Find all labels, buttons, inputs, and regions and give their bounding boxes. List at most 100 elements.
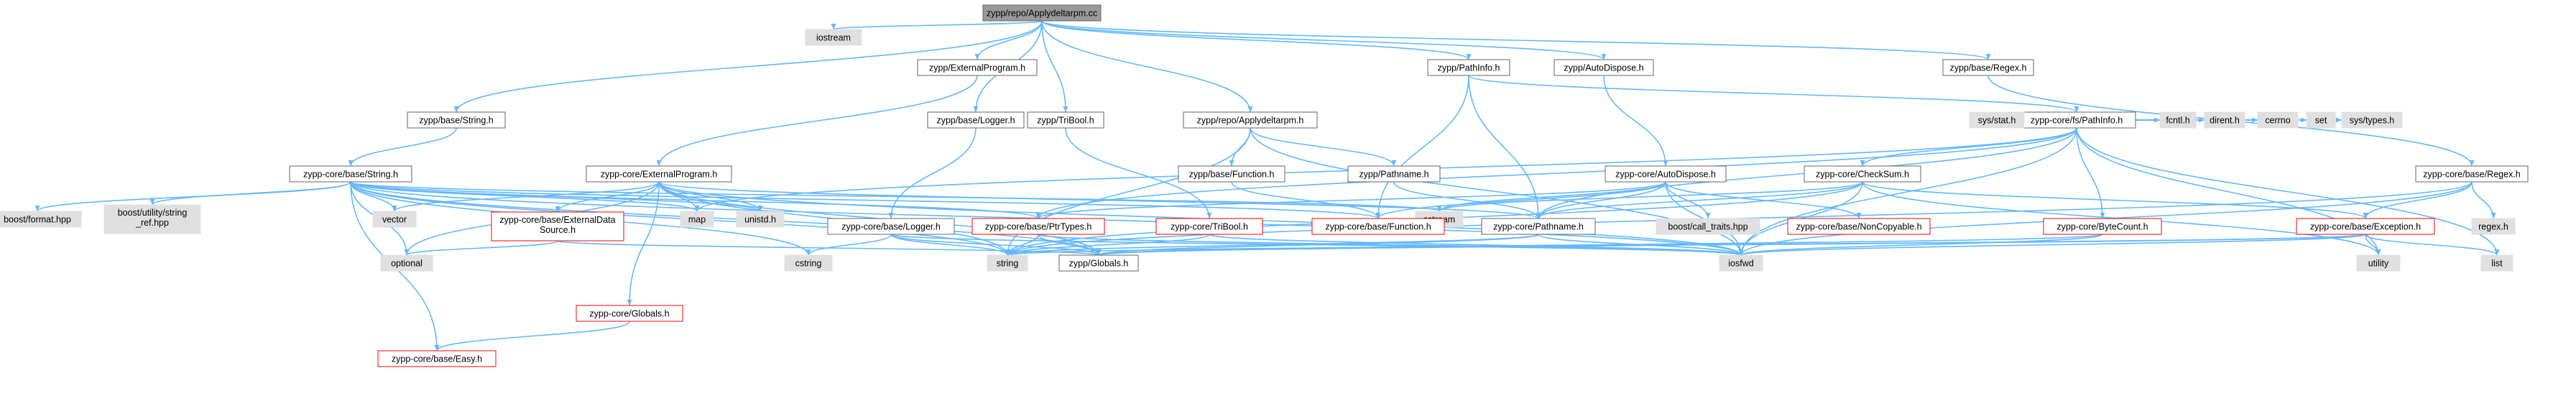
edge-PathInfo_h-to-core_base_Function_h bbox=[1375, 75, 1469, 219]
node-label: iostream bbox=[816, 33, 851, 43]
node-box bbox=[1178, 165, 1285, 183]
node-core-base-Regex-h[interactable]: zypp-core/base/Regex.h bbox=[2415, 165, 2529, 183]
node-TriBool-h[interactable]: zypp/TriBool.h bbox=[1027, 111, 1104, 129]
node-label: zypp/base/Regex.h bbox=[1949, 63, 2026, 73]
node-label: utility bbox=[2368, 259, 2389, 269]
node-core-base-Function-h[interactable]: zypp-core/base/Function.h bbox=[1311, 218, 1445, 235]
node-box bbox=[1787, 218, 1931, 235]
node-label: zypp-core/base/Logger.h bbox=[841, 222, 941, 232]
edge-base_Function_h-to-core_base_Function_h bbox=[1231, 181, 1381, 219]
edge-base_Logger_h-to-core_base_Logger_h bbox=[888, 127, 977, 219]
node-label: iosfwd bbox=[1728, 259, 1753, 269]
edge-core_CheckSum_h-to-core_Pathname_h bbox=[1536, 181, 1863, 219]
edge-root-to-repo_Applydeltarpm_h bbox=[1041, 20, 1253, 113]
node-box bbox=[289, 165, 412, 183]
edge-core_AutoDispose_h-to-boost_call_traits bbox=[1665, 181, 1711, 219]
node-core-base-Easy-h[interactable]: zypp-core/base/Easy.h bbox=[377, 350, 497, 367]
node-base-Regex-h[interactable]: zypp/base/Regex.h bbox=[1942, 59, 2034, 76]
edge-root-to-iostream bbox=[831, 20, 1043, 30]
edge-root-to-base_Regex_h bbox=[1041, 20, 1991, 60]
node-label: optional bbox=[391, 259, 423, 269]
node-label: regex.h bbox=[2478, 222, 2508, 232]
node-box bbox=[1058, 254, 1139, 272]
node-boost-format: boost/format.hpp bbox=[0, 211, 82, 228]
node-label: boost/utility/string_ref.hpp bbox=[118, 208, 188, 228]
node-core-Pathname-h[interactable]: zypp-core/Pathname.h bbox=[1481, 218, 1596, 235]
node-root[interactable]: zypp/repo/Applydeltarpm.cc bbox=[982, 4, 1102, 22]
node-Globals-h[interactable]: zypp/Globals.h bbox=[1058, 254, 1139, 272]
node-core-TriBool-h[interactable]: zypp-core/TriBool.h bbox=[1155, 218, 1263, 235]
node-core-AutoDispose-h[interactable]: zypp-core/AutoDispose.h bbox=[1605, 165, 1727, 183]
node-label: dirent.h bbox=[2210, 116, 2240, 126]
node-label: zypp-core/ByteCount.h bbox=[2056, 222, 2148, 232]
node-core-base-NonCopyable-h[interactable]: zypp-core/base/NonCopyable.h bbox=[1787, 218, 1931, 235]
node-core-Globals-h[interactable]: zypp-core/Globals.h bbox=[576, 305, 683, 322]
node-core-base-PtrTypes-h[interactable]: zypp-core/base/PtrTypes.h bbox=[971, 218, 1105, 235]
node-AutoDispose-h[interactable]: zypp/AutoDispose.h bbox=[1554, 59, 1654, 76]
node-label: zypp-core/Pathname.h bbox=[1493, 222, 1584, 232]
node-label: vector bbox=[382, 215, 407, 225]
node-cerrno: cerrno bbox=[2257, 111, 2299, 129]
node-label: zypp/repo/Applydeltarpm.cc bbox=[987, 9, 1097, 19]
node-unistd: unistd.h bbox=[736, 211, 785, 228]
node-box bbox=[372, 211, 417, 228]
node-box bbox=[1347, 165, 1441, 183]
node-core-base-Exception-h[interactable]: zypp-core/base/Exception.h bbox=[2296, 218, 2435, 235]
node-base-Function-h[interactable]: zypp/base/Function.h bbox=[1178, 165, 1285, 183]
node-box bbox=[982, 4, 1102, 22]
edge-core_base_Exception_h-to-list bbox=[2365, 234, 2500, 256]
edge-core_base_ExternalDataSource_h-to-optional bbox=[404, 240, 558, 256]
node-box bbox=[1554, 59, 1654, 76]
node-box bbox=[680, 211, 714, 228]
node-base-String-h[interactable]: zypp/base/String.h bbox=[407, 111, 506, 129]
node-repo-Applydeltarpm-h[interactable]: zypp/repo/Applydeltarpm.h bbox=[1183, 111, 1318, 129]
node-base-Logger-h[interactable]: zypp/base/Logger.h bbox=[927, 111, 1025, 129]
node-label: unistd.h bbox=[744, 215, 776, 225]
node-core-base-Logger-h[interactable]: zypp-core/base/Logger.h bbox=[827, 218, 955, 235]
node-box bbox=[2159, 111, 2197, 129]
node-box bbox=[491, 211, 624, 242]
node-Pathname-h[interactable]: zypp/Pathname.h bbox=[1347, 165, 1441, 183]
node-box bbox=[1605, 165, 1727, 183]
node-box bbox=[2480, 254, 2513, 272]
node-core-base-String-h[interactable]: zypp-core/base/String.h bbox=[289, 165, 412, 183]
node-sys-stat: sys/stat.h bbox=[1969, 111, 2025, 129]
edge-core_fs_PathInfo_h-to-core_CheckSum_h bbox=[1860, 127, 2077, 167]
node-ExternalProgram-h[interactable]: zypp/ExternalProgram.h bbox=[917, 59, 1038, 76]
node-core-ExternalProgram-h[interactable]: zypp-core/ExternalProgram.h bbox=[586, 165, 732, 183]
node-label: list bbox=[2491, 259, 2503, 269]
node-label: zypp/Globals.h bbox=[1069, 259, 1129, 269]
edge-core_base_Exception_h-to-iosfwd bbox=[1738, 234, 2366, 256]
node-box bbox=[407, 111, 506, 129]
node-label: zypp-core/ExternalProgram.h bbox=[601, 170, 718, 180]
edge-base_String_h-to-core_base_String_h bbox=[348, 127, 457, 167]
node-utility: utility bbox=[2356, 254, 2401, 272]
node-map: map bbox=[680, 211, 714, 228]
node-label: cstring bbox=[795, 259, 822, 269]
node-core-fs-PathInfo-h[interactable]: zypp-core/fs/PathInfo.h bbox=[2017, 111, 2136, 129]
dependency-edges bbox=[34, 20, 2500, 351]
edge-core_fs_PathInfo_h-to-iosfwd bbox=[1738, 127, 2077, 256]
node-box bbox=[1155, 218, 1263, 235]
edge-root-to-ExternalProgram_h bbox=[974, 20, 1043, 60]
edge-core_ExternalProgram_h-to-core_base_ExternalDataSource_h bbox=[555, 181, 660, 213]
node-box bbox=[2471, 218, 2516, 235]
node-box bbox=[1969, 111, 2025, 129]
node-box bbox=[380, 254, 433, 272]
edge-core_CheckSum_h-to-sstream bbox=[1436, 181, 1863, 212]
node-box bbox=[1656, 218, 1760, 235]
node-regex-h: regex.h bbox=[2471, 218, 2516, 235]
edge-root-to-TriBool_h bbox=[1041, 20, 1068, 113]
node-label: zypp-core/CheckSum.h bbox=[1816, 170, 1909, 180]
node-dirent: dirent.h bbox=[2204, 111, 2245, 129]
edge-core_base_Exception_h-to-utility bbox=[2365, 234, 2381, 256]
node-core-ByteCount-h[interactable]: zypp-core/ByteCount.h bbox=[2043, 218, 2162, 235]
edge-core_CheckSum_h-to-core_base_Exception_h bbox=[1862, 181, 2368, 219]
edge-core_base_Regex_h-to-core_base_Exception_h bbox=[2363, 181, 2473, 219]
edge-core_TriBool_h-to-iosfwd bbox=[1209, 234, 1744, 256]
node-PathInfo-h[interactable]: zypp/PathInfo.h bbox=[1427, 59, 1510, 76]
node-label: sys/types.h bbox=[2350, 116, 2395, 126]
node-core-CheckSum-h[interactable]: zypp-core/CheckSum.h bbox=[1804, 165, 1921, 183]
